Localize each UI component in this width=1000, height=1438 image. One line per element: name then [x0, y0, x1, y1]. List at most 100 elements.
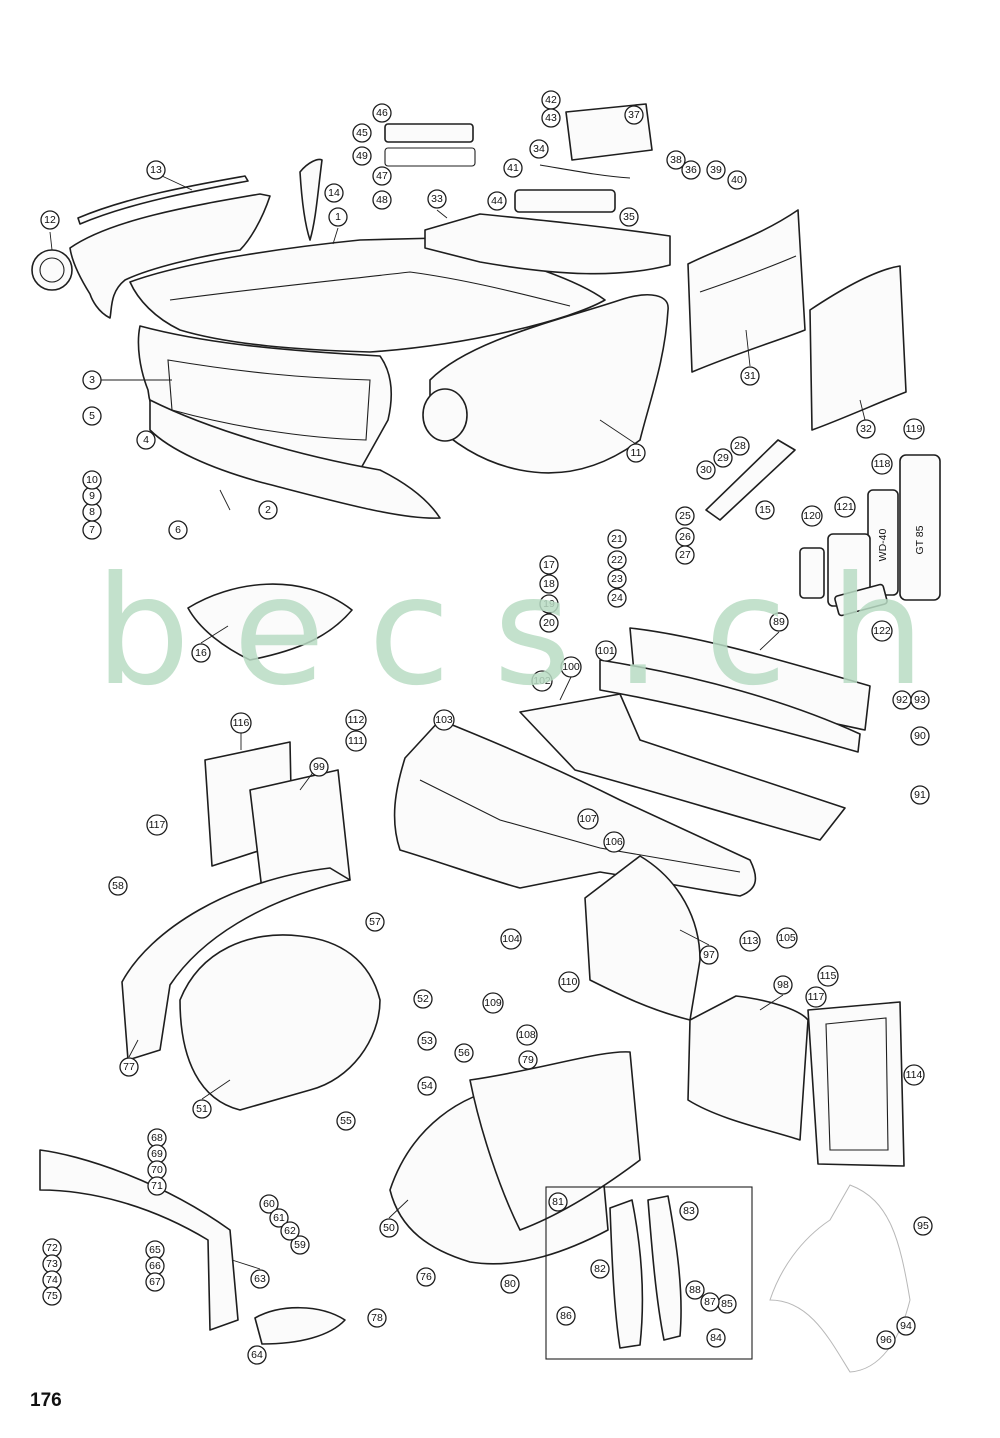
callout-number: 84 [710, 1332, 722, 1344]
callout-44: 44 [487, 191, 507, 211]
callout-circle [700, 1292, 720, 1312]
callout-number: 63 [254, 1273, 266, 1285]
callout-circle [352, 146, 372, 166]
callout-circle [626, 443, 646, 463]
callout-number: 22 [611, 554, 623, 566]
splash-panel [299, 158, 323, 241]
grease-sachet [834, 583, 888, 617]
callout-101: 101 [595, 640, 617, 662]
callout-circle [416, 1267, 436, 1287]
callout-69: 69 [147, 1144, 167, 1164]
callout-75: 75 [42, 1286, 62, 1306]
callout-61: 61 [269, 1208, 289, 1228]
callout-circle [290, 1235, 310, 1255]
callout-93: 93 [910, 690, 930, 710]
callout-53: 53 [417, 1031, 437, 1051]
callout-number: 69 [151, 1148, 163, 1160]
callout-65: 65 [145, 1240, 165, 1260]
callout-circle [681, 160, 701, 180]
callout-82: 82 [590, 1259, 610, 1279]
callout-number: 53 [421, 1035, 433, 1047]
callout-58: 58 [108, 876, 128, 896]
callout-circle [379, 1218, 399, 1238]
vent-grille [384, 123, 474, 143]
callout-circle [706, 1328, 726, 1348]
callout-circle [590, 1259, 610, 1279]
callout-number: 9 [89, 490, 95, 502]
callout-number: 35 [623, 211, 635, 223]
callout-51: 51 [192, 1099, 212, 1119]
callout-34: 34 [529, 139, 549, 159]
callout-circle [856, 419, 876, 439]
callout-16: 16 [191, 643, 211, 663]
callout-number: 88 [689, 1284, 701, 1296]
callout-number: 20 [543, 617, 555, 629]
callout-71: 71 [147, 1176, 167, 1196]
callout-circle [345, 730, 367, 752]
callout-117: 117 [805, 986, 827, 1008]
wd40-label: WD-40 [877, 529, 889, 562]
callout-103: 103 [433, 709, 455, 731]
front-wing-left [69, 193, 271, 319]
callout-circle [328, 207, 348, 227]
callout-number: 45 [356, 127, 368, 139]
callout-number: 85 [721, 1298, 733, 1310]
callout-117: 117 [146, 814, 168, 836]
callout-circle [685, 1280, 705, 1300]
callout-116: 116 [230, 712, 252, 734]
callout-8: 8 [82, 502, 102, 522]
callout-number: 48 [376, 194, 388, 206]
callout-circle [871, 453, 893, 475]
callout-number: 58 [112, 880, 124, 892]
callout-86: 86 [556, 1306, 576, 1326]
callout-circle [146, 160, 166, 180]
callout-circle [558, 971, 580, 993]
callout-number: 108 [518, 1029, 536, 1041]
callout-circle [42, 1286, 62, 1306]
callout-number: 104 [502, 933, 520, 945]
callout-106: 106 [603, 831, 625, 853]
callout-number: 74 [46, 1274, 58, 1286]
callout-circle [269, 1208, 289, 1228]
callout-number: 11 [631, 447, 642, 459]
callout-number: 80 [504, 1278, 516, 1290]
callout-45: 45 [352, 123, 372, 143]
callout-number: 7 [89, 524, 95, 536]
callout-40: 40 [727, 170, 747, 190]
callout-115: 115 [817, 965, 839, 987]
callout-number: 75 [46, 1290, 58, 1302]
chassis-tub [393, 719, 757, 897]
callout-number: 79 [522, 1054, 534, 1066]
callout-number: 55 [340, 1115, 352, 1127]
callout-circle [365, 912, 385, 932]
callout-circle [250, 1269, 270, 1289]
callout-number: 92 [896, 694, 908, 706]
callout-circle [372, 103, 392, 123]
callout-number: 83 [683, 1205, 695, 1217]
callout-90: 90 [910, 726, 930, 746]
callout-91: 91 [910, 785, 930, 805]
callout-circle [367, 1308, 387, 1328]
callout-number: 101 [597, 645, 615, 657]
callout-113: 113 [739, 930, 761, 952]
door-skin-right [809, 265, 907, 431]
callout-39: 39 [706, 160, 726, 180]
callout-29: 29 [713, 448, 733, 468]
callout-30: 30 [696, 460, 716, 480]
callout-number: 36 [685, 164, 697, 176]
door-skin-left [687, 209, 806, 373]
callout-circle [280, 1221, 300, 1241]
callout-circle [740, 366, 760, 386]
callout-number: 10 [86, 474, 98, 486]
callout-circle [192, 1099, 212, 1119]
callout-3: 3 [82, 370, 102, 390]
callout-circle [730, 436, 750, 456]
callout-43: 43 [541, 108, 561, 128]
callout-36: 36 [681, 160, 701, 180]
callout-number: 111 [348, 735, 364, 747]
callout-17: 17 [539, 555, 559, 575]
callout-number: 121 [836, 501, 854, 513]
callout-120: 120 [801, 505, 823, 527]
callout-number: 34 [533, 143, 545, 155]
